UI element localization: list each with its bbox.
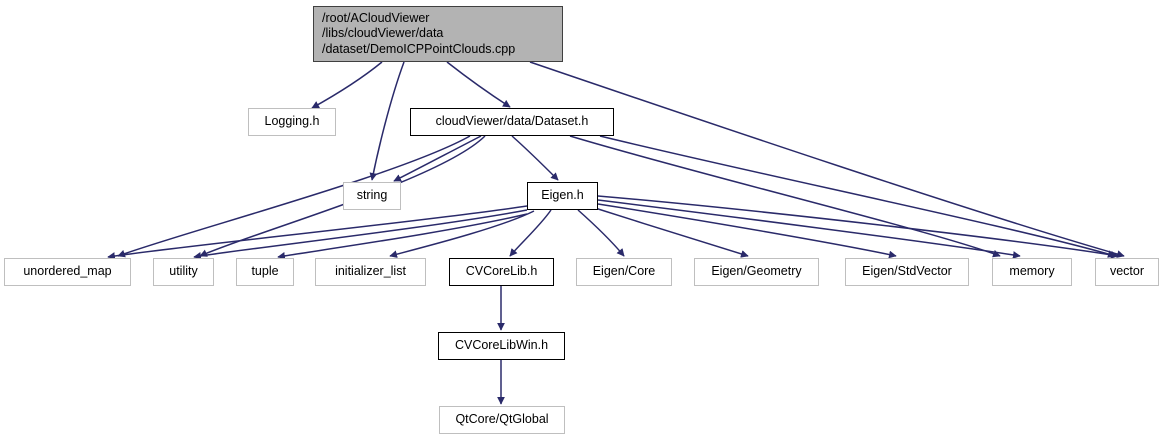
node-dataset[interactable]: cloudViewer/data/Dataset.h <box>410 108 614 136</box>
edge-eigen-to-eigen_core <box>577 209 625 257</box>
edge-dataset-to-string <box>393 135 482 182</box>
node-eigen_core[interactable]: Eigen/Core <box>576 258 672 286</box>
node-cvcorelibwin[interactable]: CVCoreLibWin.h <box>438 332 565 360</box>
node-initializer_list[interactable]: initializer_list <box>315 258 426 286</box>
edge-root-to-dataset <box>446 61 511 108</box>
edge-eigen-to-eigen_stdvector <box>597 203 897 259</box>
edge-eigen-to-initializer_list <box>389 210 535 258</box>
node-logging[interactable]: Logging.h <box>248 108 336 136</box>
node-eigen[interactable]: Eigen.h <box>527 182 598 210</box>
edge-root-to-vector <box>529 61 1125 258</box>
edge-eigen-to-memory <box>597 199 1021 259</box>
edge-dataset-to-unordered_map <box>117 135 471 258</box>
edge-dataset-to-eigen <box>511 135 559 181</box>
edge-eigen-to-eigen_geometry <box>594 207 749 258</box>
edge-eigen-to-utility <box>193 209 528 260</box>
node-eigen_stdvector[interactable]: Eigen/StdVector <box>845 258 969 286</box>
node-vector[interactable]: vector <box>1095 258 1159 286</box>
node-qtglobal[interactable]: QtCore/QtGlobal <box>439 406 565 434</box>
node-eigen_geometry[interactable]: Eigen/Geometry <box>694 258 819 286</box>
node-tuple[interactable]: tuple <box>236 258 294 286</box>
node-cvcorelib[interactable]: CVCoreLib.h <box>449 258 554 286</box>
node-root[interactable]: /root/ACloudViewer /libs/cloudViewer/dat… <box>313 6 563 62</box>
edge-dataset-to-memory <box>569 135 1001 258</box>
node-unordered_map[interactable]: unordered_map <box>4 258 131 286</box>
edge-root-to-logging <box>311 61 383 109</box>
edge-eigen-to-vector <box>597 195 1119 259</box>
edge-root-to-string <box>369 61 405 181</box>
edge-dataset-to-vector <box>599 135 1116 258</box>
node-string[interactable]: string <box>343 182 401 210</box>
node-memory[interactable]: memory <box>992 258 1072 286</box>
edge-eigen-to-cvcorelib <box>509 209 552 257</box>
edge-eigen-to-tuple <box>277 213 528 260</box>
node-utility[interactable]: utility <box>153 258 214 286</box>
edge-eigen-to-unordered_map <box>107 205 528 260</box>
